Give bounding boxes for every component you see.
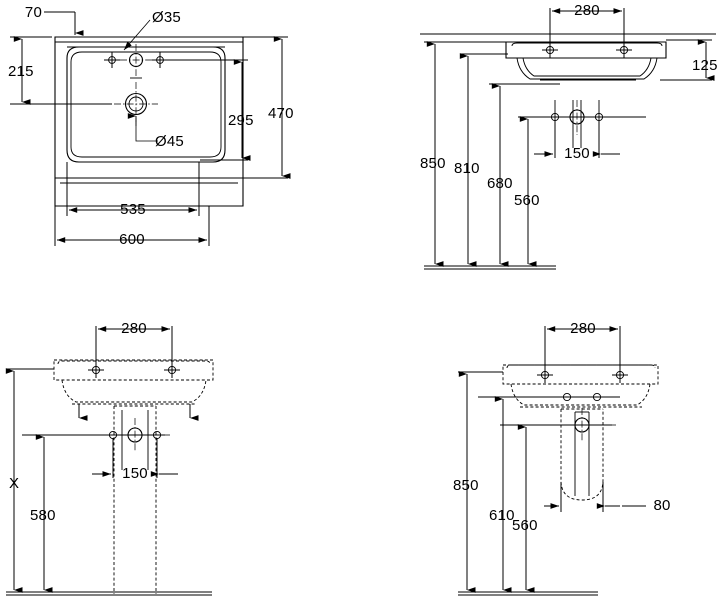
dim-fer-610: 610 — [489, 396, 515, 593]
dim-fel-150: 150 — [92, 438, 178, 482]
fe-left-tap-holes — [88, 362, 180, 378]
dim-dia35: Ø35 — [123, 9, 181, 51]
dim-fer-280-label: 280 — [570, 320, 596, 337]
dim-fer-280: 280 — [544, 320, 621, 369]
front-elevation-semi-pedestal: 280 X 580 150 — [5, 320, 214, 596]
dim-dia35-label: Ø35 — [152, 9, 181, 26]
plan-bowl-outline — [66, 46, 226, 163]
plan-basin-outline — [54, 36, 244, 207]
dim-470-label: 470 — [268, 105, 294, 122]
dim-side-150: 150 — [534, 120, 620, 162]
dim-215: 215 — [8, 36, 112, 105]
front-elevation-trap: 280 850 610 560 80 — [453, 320, 670, 596]
plan-view: 70 Ø35 215 295 470 — [8, 4, 294, 248]
dim-fer-610-label: 610 — [489, 507, 515, 524]
fe-left-semi-pedestal — [113, 405, 157, 594]
plan-tap-deck — [55, 41, 243, 48]
dim-side-560: 560 — [514, 116, 548, 267]
dim-295: 295 — [160, 59, 254, 161]
dim-fel-280-label: 280 — [121, 320, 147, 337]
dim-side-125-label: 125 — [692, 57, 718, 74]
fe-left-bracket-markers — [78, 404, 199, 421]
dim-side-560-label: 560 — [514, 192, 540, 209]
side-basin-body — [505, 41, 667, 81]
dim-70-label: 70 — [25, 4, 42, 21]
dim-dia45-label: Ø45 — [155, 133, 184, 150]
dim-fel-X-label: X — [9, 475, 19, 492]
dim-fel-X: X — [5, 368, 23, 593]
fe-right-tap-holes — [537, 367, 628, 383]
dim-fer-560-label: 560 — [512, 517, 538, 534]
dim-fer-850: 850 — [453, 371, 479, 593]
side-section-view: 280 125 850 810 680 — [420, 2, 718, 270]
dim-side-850-label: 850 — [420, 155, 446, 172]
dim-dia45: Ø45 — [127, 113, 184, 150]
dim-295-label: 295 — [228, 112, 254, 129]
dim-470: 470 — [243, 36, 294, 179]
dim-side-810: 810 — [454, 53, 508, 267]
dim-fer-80-label: 80 — [653, 497, 670, 514]
dim-535-label: 535 — [120, 201, 146, 218]
dim-fel-150-label: 150 — [122, 465, 148, 482]
dim-side-680-label: 680 — [487, 175, 513, 192]
dim-600-label: 600 — [119, 231, 145, 248]
dim-fer-80: 80 — [544, 482, 670, 514]
dim-fer-850-label: 850 — [453, 477, 479, 494]
dim-side-280: 280 — [549, 2, 625, 46]
dim-70: 70 — [25, 4, 84, 36]
dim-fel-580-label: 580 — [30, 507, 56, 524]
dim-535: 535 — [66, 162, 200, 218]
dim-side-125: 125 — [660, 39, 718, 81]
dim-side-150-label: 150 — [564, 145, 590, 162]
dim-600: 600 — [54, 206, 210, 248]
dim-side-680: 680 — [487, 83, 560, 267]
dim-215-label: 215 — [8, 63, 34, 80]
dim-fel-280: 280 — [95, 320, 173, 364]
dim-side-280-label: 280 — [574, 2, 600, 19]
dim-fer-560: 560 — [512, 424, 538, 593]
dim-fel-580: 580 — [30, 434, 56, 593]
dim-side-850: 850 — [420, 41, 508, 267]
dim-side-810-label: 810 — [454, 160, 480, 177]
